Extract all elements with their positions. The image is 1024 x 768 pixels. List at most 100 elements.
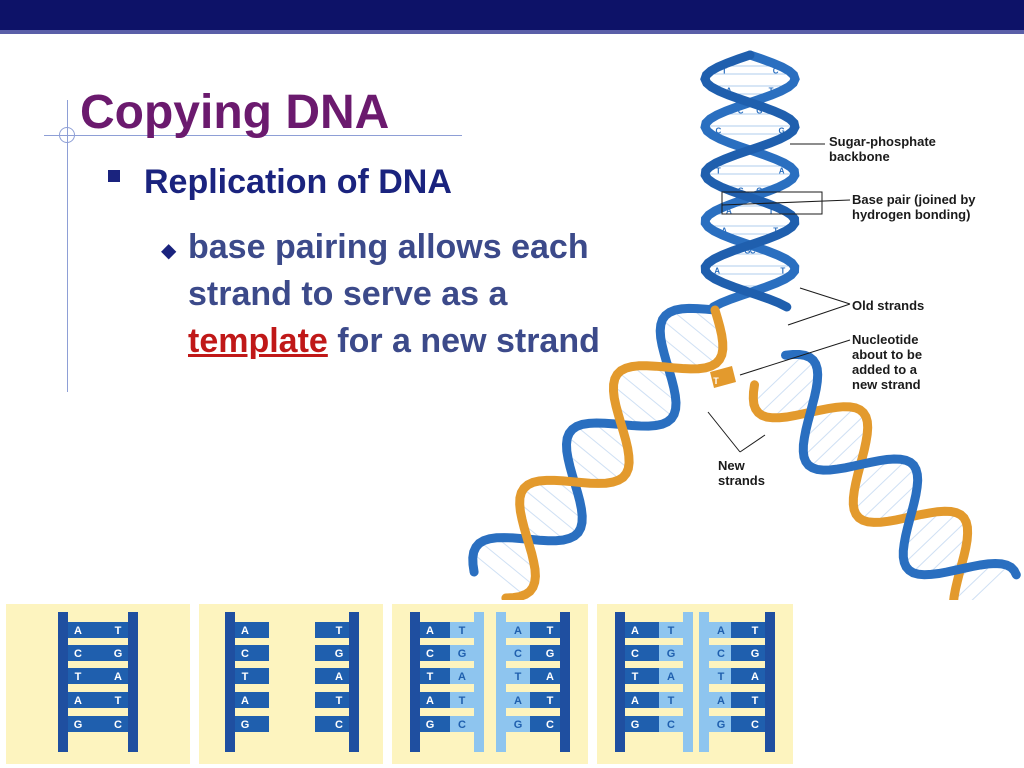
base-letter: T [713,376,719,386]
new-base-block [659,668,683,684]
base-block [235,645,269,661]
bullet-text-before: base pairing allows each strand to serve… [188,228,589,313]
base-letter: A [631,625,639,637]
base-letter: A [335,671,343,683]
base-letter: C [241,648,249,660]
base-letter: G [717,719,726,731]
base-block [94,668,128,684]
base-letter: T [752,695,759,707]
base-letter: C [738,107,744,116]
base-pair-rung [618,372,674,418]
new-base-block [709,716,733,732]
base-block [731,622,765,638]
base-letter: A [631,695,639,707]
base-pair-rung [660,335,701,369]
free-nucleotide [710,366,736,388]
base-letter: A [426,695,434,707]
base-block [315,622,349,638]
base-pair-rung [912,521,967,573]
base-letter: A [667,671,675,683]
base-pair-rung [523,488,578,534]
base-letter: T [547,625,554,637]
new-strand-backbone [474,612,484,752]
base-pair-rung [853,458,890,494]
base-letter: C [74,648,82,660]
strand-backbone [410,612,420,752]
base-block [420,716,454,732]
base-block [526,622,560,638]
label-base-pair: Base pair (joined by hydrogen bonding) [852,192,976,222]
strand-backbone [349,612,359,752]
base-letter: A [74,695,82,707]
strand-backbone [225,612,235,752]
base-pair-rung [824,428,868,471]
base-letter: T [75,671,82,683]
base-pair-rung [810,414,866,468]
base-pair-rung [875,482,918,523]
base-letter: C [426,648,434,660]
free-base-block [450,716,474,732]
base-letter: A [717,625,725,637]
free-base-block [506,645,530,661]
base-block [235,692,269,708]
base-block [94,716,128,732]
base-letter: T [242,671,249,683]
base-pair-rung [904,512,958,564]
base-pair-rung [576,426,629,469]
base-block [625,622,659,638]
base-block [625,668,659,684]
callout-line [739,339,851,376]
base-block [420,622,454,638]
label-nucleotide: Nucleotide about to be added to a new st… [852,332,923,392]
base-block [731,645,765,661]
new-base-block [709,668,733,684]
base-pair-rung [953,563,993,602]
base-letter: C [335,719,343,731]
base-letter: G [114,648,123,660]
base-block [526,645,560,661]
base-pair-rung [861,467,916,521]
new-strand-backbone [683,612,693,752]
base-letter: C [715,127,721,136]
title-bar [0,0,1024,30]
label-sugar-phosphate-backbone: Sugar-phosphate backbone [829,134,936,164]
new-strand-backbone [496,612,506,752]
new-base-block [659,716,683,732]
free-base-block [450,668,474,684]
base-letter: A [114,671,122,683]
base-pair-rung [535,481,583,520]
title-bar-underline [0,30,1024,34]
square-bullet-icon [108,170,120,182]
base-letter: T [632,671,639,683]
new-base-block [659,692,683,708]
base-pair-rung [632,366,677,403]
base-letter: T [780,267,785,276]
base-letter: T [115,695,122,707]
new-base-block [659,622,683,638]
strand-backbone [128,612,138,752]
base-pair-rung [566,453,604,484]
strand-backbone [765,612,775,752]
base-pair-rung [927,536,968,576]
base-block [625,716,659,732]
base-block [235,622,269,638]
base-block [625,645,659,661]
free-base-block [506,668,530,684]
base-letter: C [750,247,756,256]
strand-backbone [615,612,625,752]
base-pair-highlight-box [721,191,823,215]
base-block [315,716,349,732]
base-pair-rung [480,541,535,586]
base-letter: C [717,648,725,660]
base-letter: T [115,625,122,637]
base-block [68,716,102,732]
base-letter: T [459,695,466,707]
base-block [420,692,454,708]
free-base-block [506,692,530,708]
